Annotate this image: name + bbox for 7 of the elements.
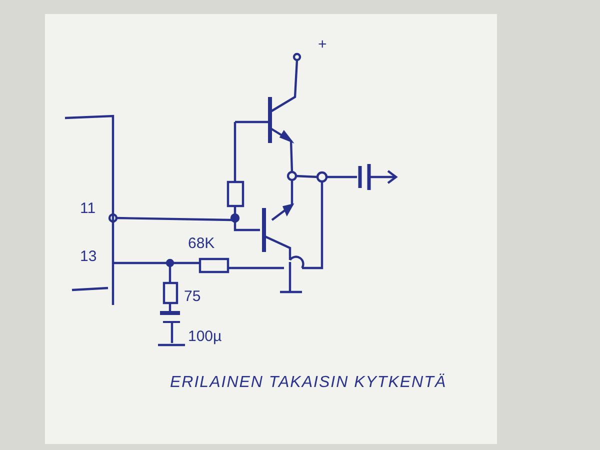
handwritten-caption: ERILAINEN TAKAISIN KYTKENTÄ [170,372,448,393]
pin-number: 13 [80,248,97,265]
pin-number: 11 [80,200,96,217]
supply-terminal-label: + [318,36,327,53]
resistor-value: 75 [184,288,201,305]
resistor-value: 68K [188,235,215,252]
capacitor-value: 100µ [188,328,222,345]
